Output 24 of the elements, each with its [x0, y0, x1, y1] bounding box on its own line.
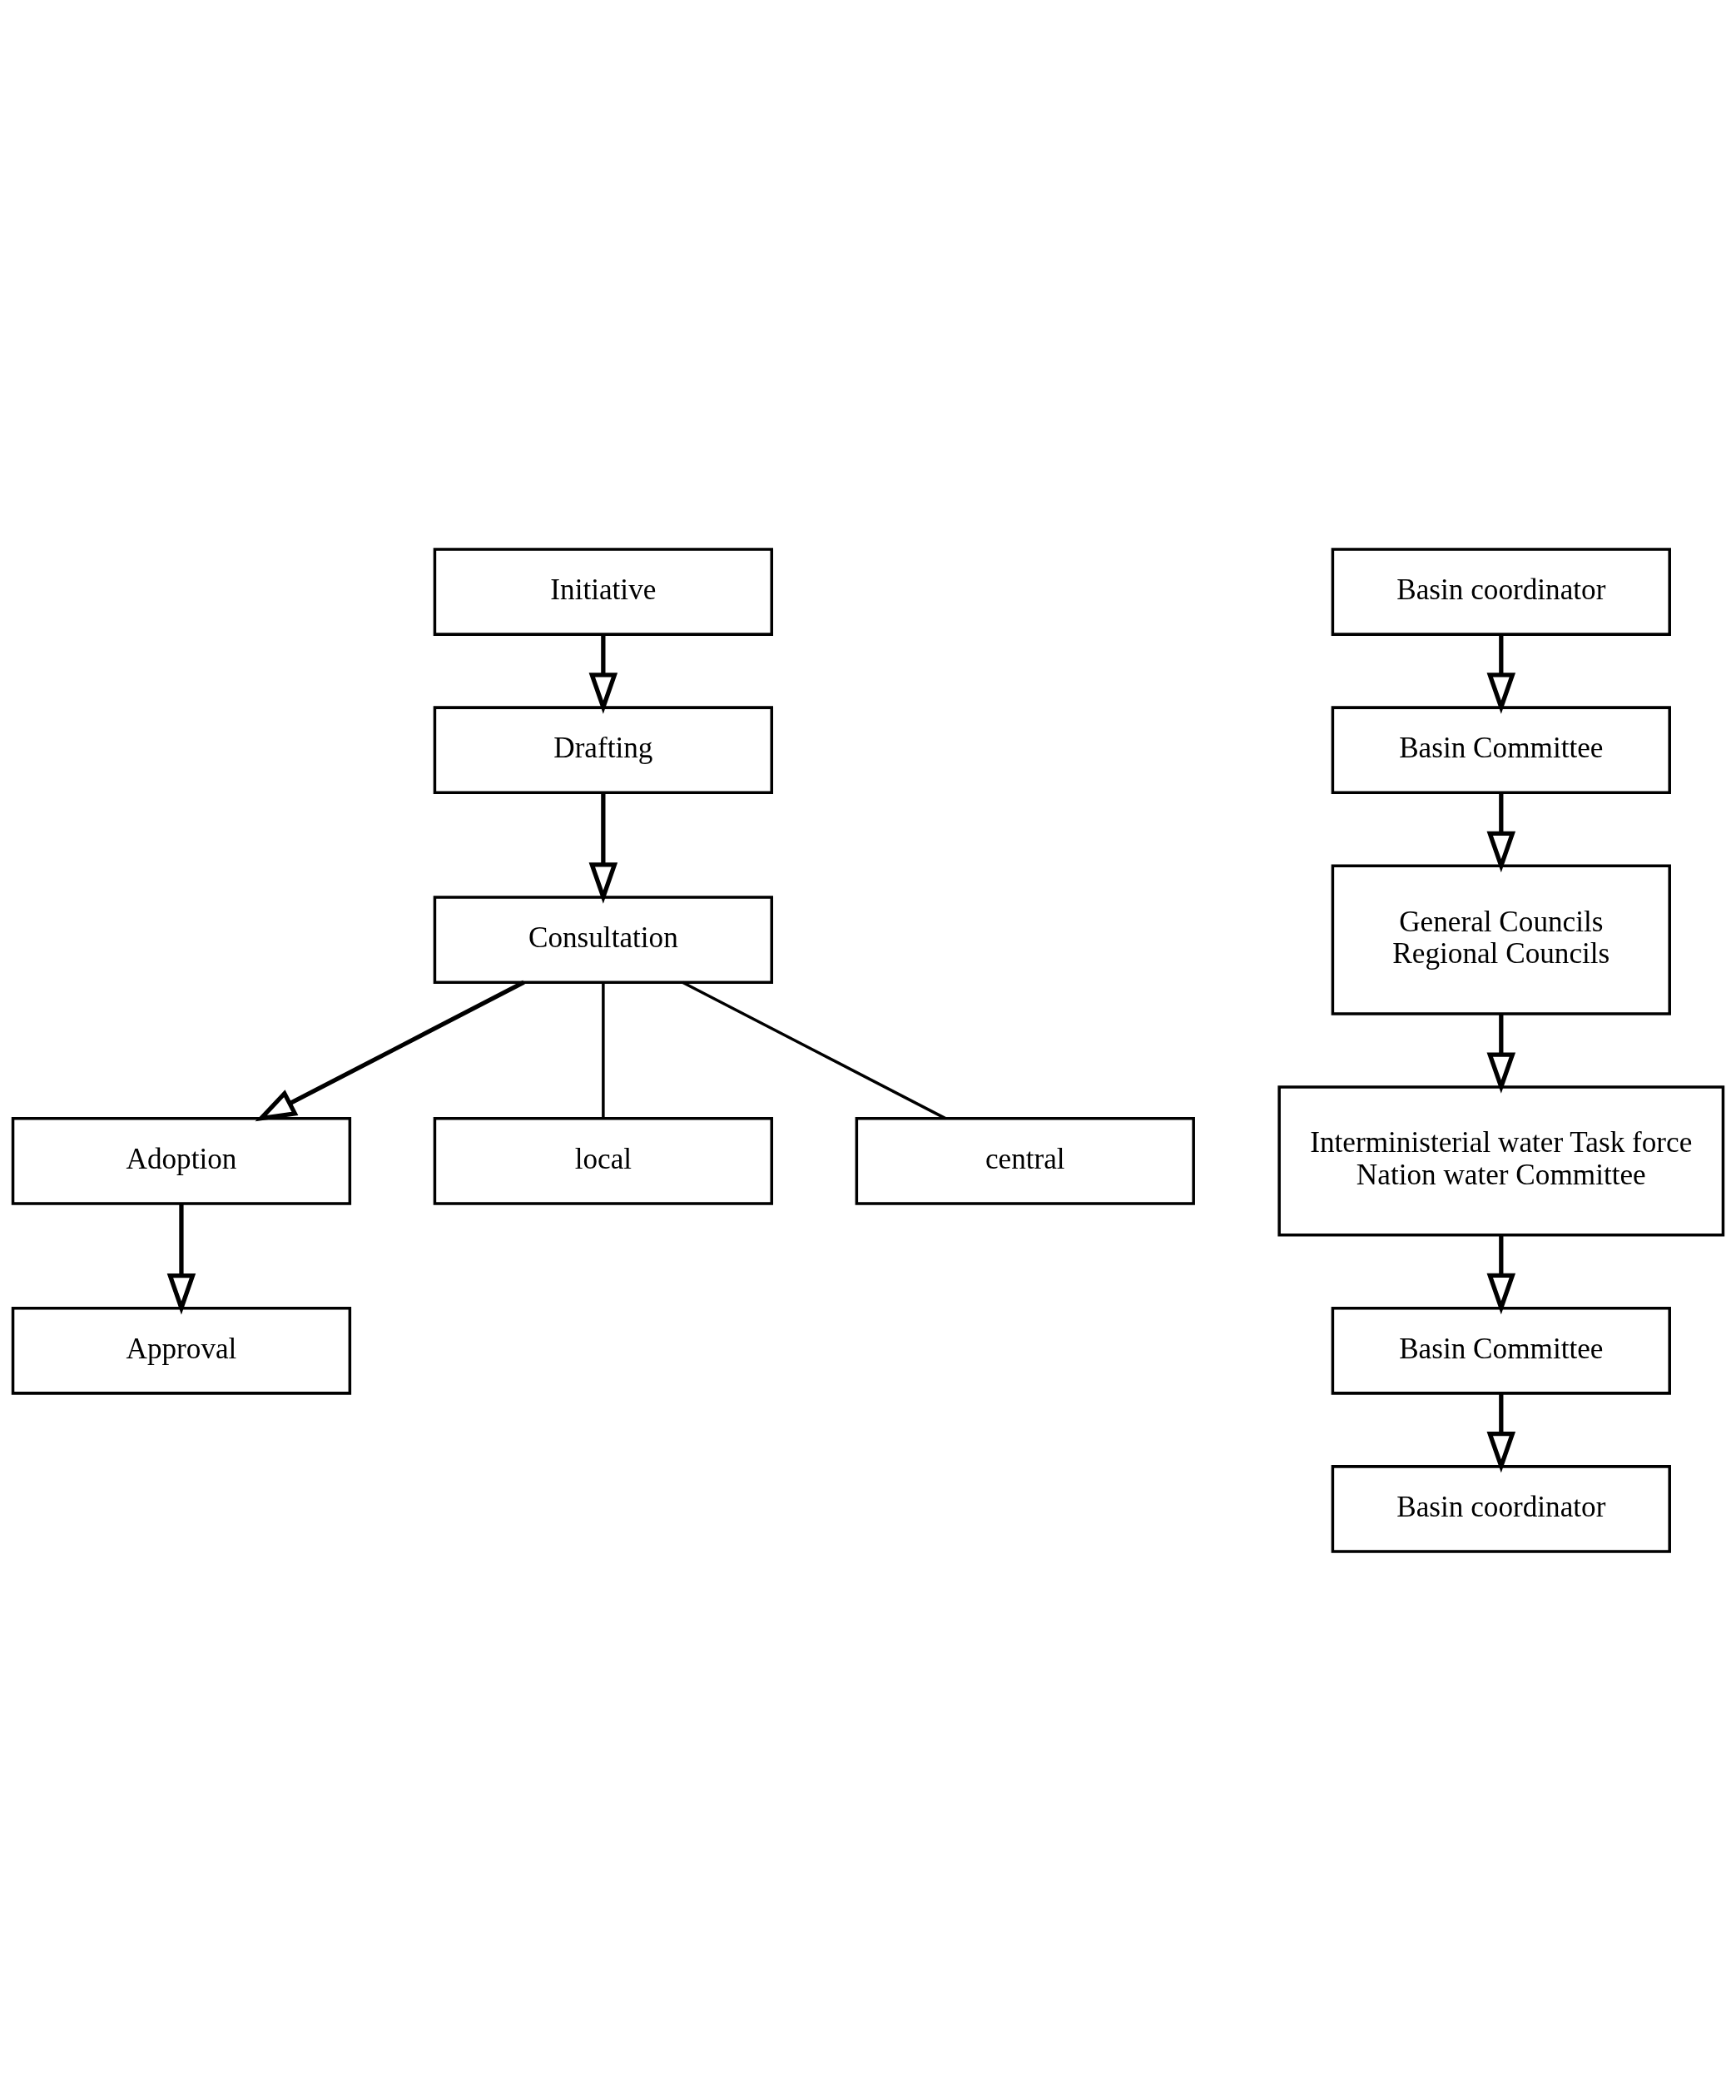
- node-box: Basin coordinator: [1331, 1464, 1671, 1553]
- node-box: Approval: [11, 1306, 352, 1395]
- connector: [602, 981, 605, 1119]
- arrow: [166, 1203, 196, 1314]
- node-box: Interministerial water Task force Nation water Committee: [1277, 1085, 1725, 1237]
- connector: [682, 980, 946, 1120]
- arrow: [1486, 1393, 1516, 1472]
- arrow: [1486, 792, 1516, 872]
- arrow: [588, 792, 618, 904]
- node-box: General Councils Regional Councils: [1331, 863, 1671, 1015]
- arrow: [588, 633, 618, 714]
- arrow: [1486, 633, 1516, 714]
- arrow: [1486, 1013, 1516, 1094]
- node-box: local: [433, 1116, 774, 1205]
- node-box: Initiative: [433, 547, 774, 636]
- node-box: central: [855, 1116, 1195, 1205]
- node-box: Adoption: [11, 1116, 352, 1205]
- arrow: [1486, 1234, 1516, 1314]
- node-box: Drafting: [433, 705, 774, 794]
- node-box: Consultation: [433, 895, 774, 984]
- arrow: [255, 980, 525, 1121]
- node-box: Basin Committee: [1331, 705, 1671, 794]
- node-box: Basin Committee: [1331, 1306, 1671, 1395]
- node-box: Basin coordinator: [1331, 547, 1671, 636]
